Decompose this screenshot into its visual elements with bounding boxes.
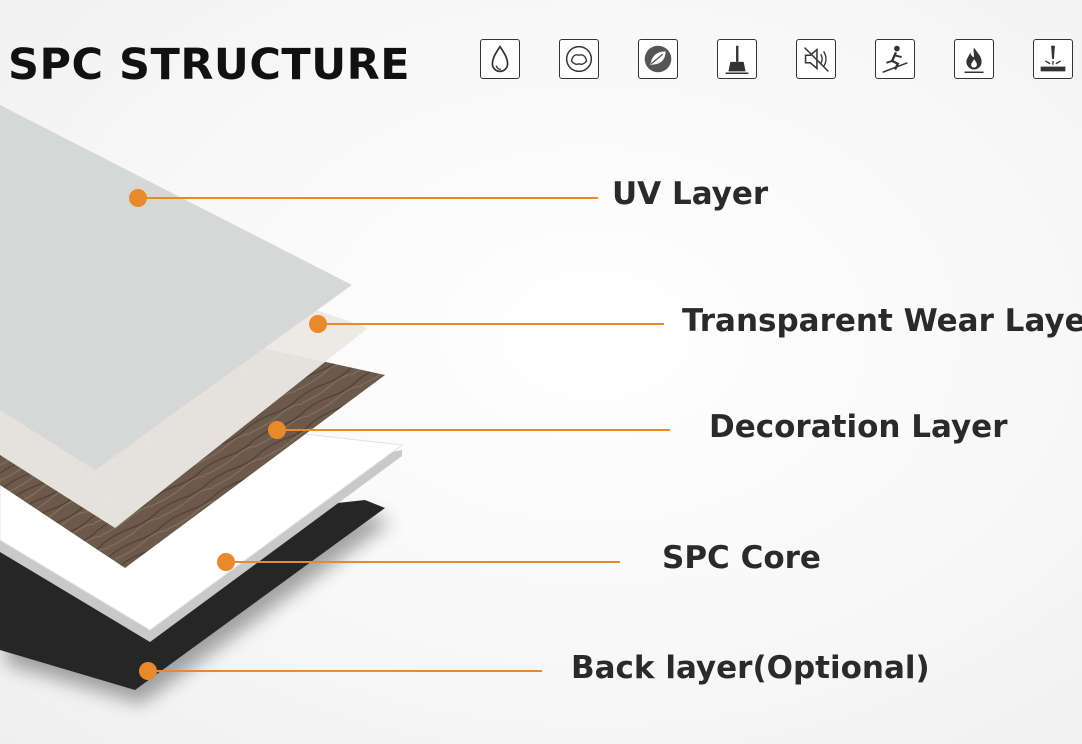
label-decoration-layer: Decoration Layer (709, 409, 1008, 445)
label-uv-layer: UV Layer (612, 176, 769, 212)
label-wear-layer: Transparent Wear Layer (682, 303, 1082, 339)
page-title: SPC STRUCTURE (8, 40, 411, 90)
fire-resistant-icon (954, 39, 994, 79)
eco-cotton-icon (559, 39, 599, 79)
anti-slip-icon (875, 39, 915, 79)
label-back-layer: Back layer(Optional) (571, 650, 930, 686)
eco-leaf-icon (638, 39, 678, 79)
leader-decoration (268, 421, 670, 439)
wear-resistant-icon (1033, 39, 1073, 79)
waterproof-icon (480, 39, 520, 79)
leader-uv (129, 189, 598, 207)
sound-proof-icon (796, 39, 836, 79)
leader-core (217, 553, 620, 571)
label-spc-core: SPC Core (662, 540, 821, 576)
leader-wear (309, 315, 664, 333)
leader-back (139, 662, 542, 680)
easy-clean-icon (717, 39, 757, 79)
uv-layer-sheet (0, 105, 352, 470)
